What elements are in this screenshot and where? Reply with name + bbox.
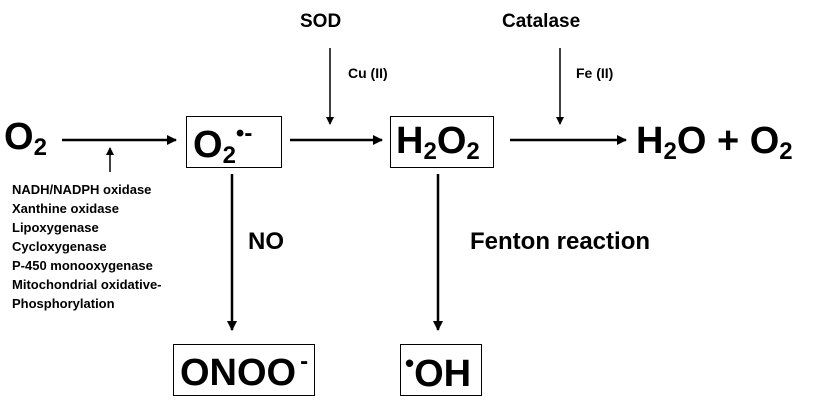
superoxide-charge: •-: [235, 120, 253, 147]
hydroxyl-radical-label: •OH: [405, 350, 471, 393]
hydrogen-peroxide-box: [390, 116, 494, 168]
superoxide-subscript: 2: [222, 142, 236, 169]
fenton-reaction-label: Fenton reaction: [470, 228, 651, 255]
water-o: O: [676, 120, 707, 162]
catalase-cofactor-label: Fe (II): [576, 65, 614, 81]
sod-label: SOD: [300, 11, 342, 32]
hydroxyl-symbol: OH: [414, 353, 472, 395]
peroxynitrite-label: ONOO-: [180, 348, 309, 394]
hydroxyl-radical-dot: •: [405, 348, 415, 378]
h2o2-h: H: [396, 120, 424, 162]
source-item: P-450 monooxygenase: [12, 258, 153, 273]
oxygen-subscript: 2: [33, 134, 47, 161]
source-item: Phosphorylation: [12, 296, 115, 311]
source-item: Cycloxygenase: [12, 239, 107, 254]
h2o2-o: O: [436, 120, 467, 162]
source-item: Lipoxygenase: [12, 220, 99, 235]
h2o2-o-subscript: 2: [466, 138, 480, 165]
oxygen-label: O2: [4, 118, 47, 160]
sod-cofactor-label: Cu (II): [348, 65, 388, 81]
peroxynitrite-symbol: ONOO: [180, 352, 297, 394]
source-item: Mitochondrial oxidative-: [12, 277, 162, 292]
water-h: H: [636, 120, 664, 162]
product-oxygen: O: [749, 120, 780, 162]
water-h-subscript: 2: [663, 138, 677, 165]
nitric-oxide-label: NO: [248, 228, 284, 255]
oxygen-symbol: O: [4, 116, 34, 158]
superoxide-box: [186, 116, 282, 168]
superoxide-sources-list: NADH/NADPH oxidase Xanthine oxidase Lipo…: [12, 180, 162, 313]
source-item: NADH/NADPH oxidase: [12, 182, 152, 197]
plus-sign: +: [716, 120, 740, 162]
product-oxygen-subscript: 2: [779, 138, 793, 165]
source-item: Xanthine oxidase: [12, 201, 119, 216]
h2o2-h-subscript: 2: [423, 138, 437, 165]
superoxide-symbol: O: [193, 124, 223, 166]
products-label: H2O + O2: [636, 122, 793, 164]
hydrogen-peroxide-label: H2O2: [396, 122, 480, 164]
superoxide-label: O2•-: [193, 122, 252, 168]
peroxynitrite-box: [173, 344, 315, 396]
hydroxyl-radical-box: [400, 344, 482, 396]
peroxynitrite-charge: -: [300, 348, 309, 375]
catalase-label: Catalase: [502, 11, 581, 32]
